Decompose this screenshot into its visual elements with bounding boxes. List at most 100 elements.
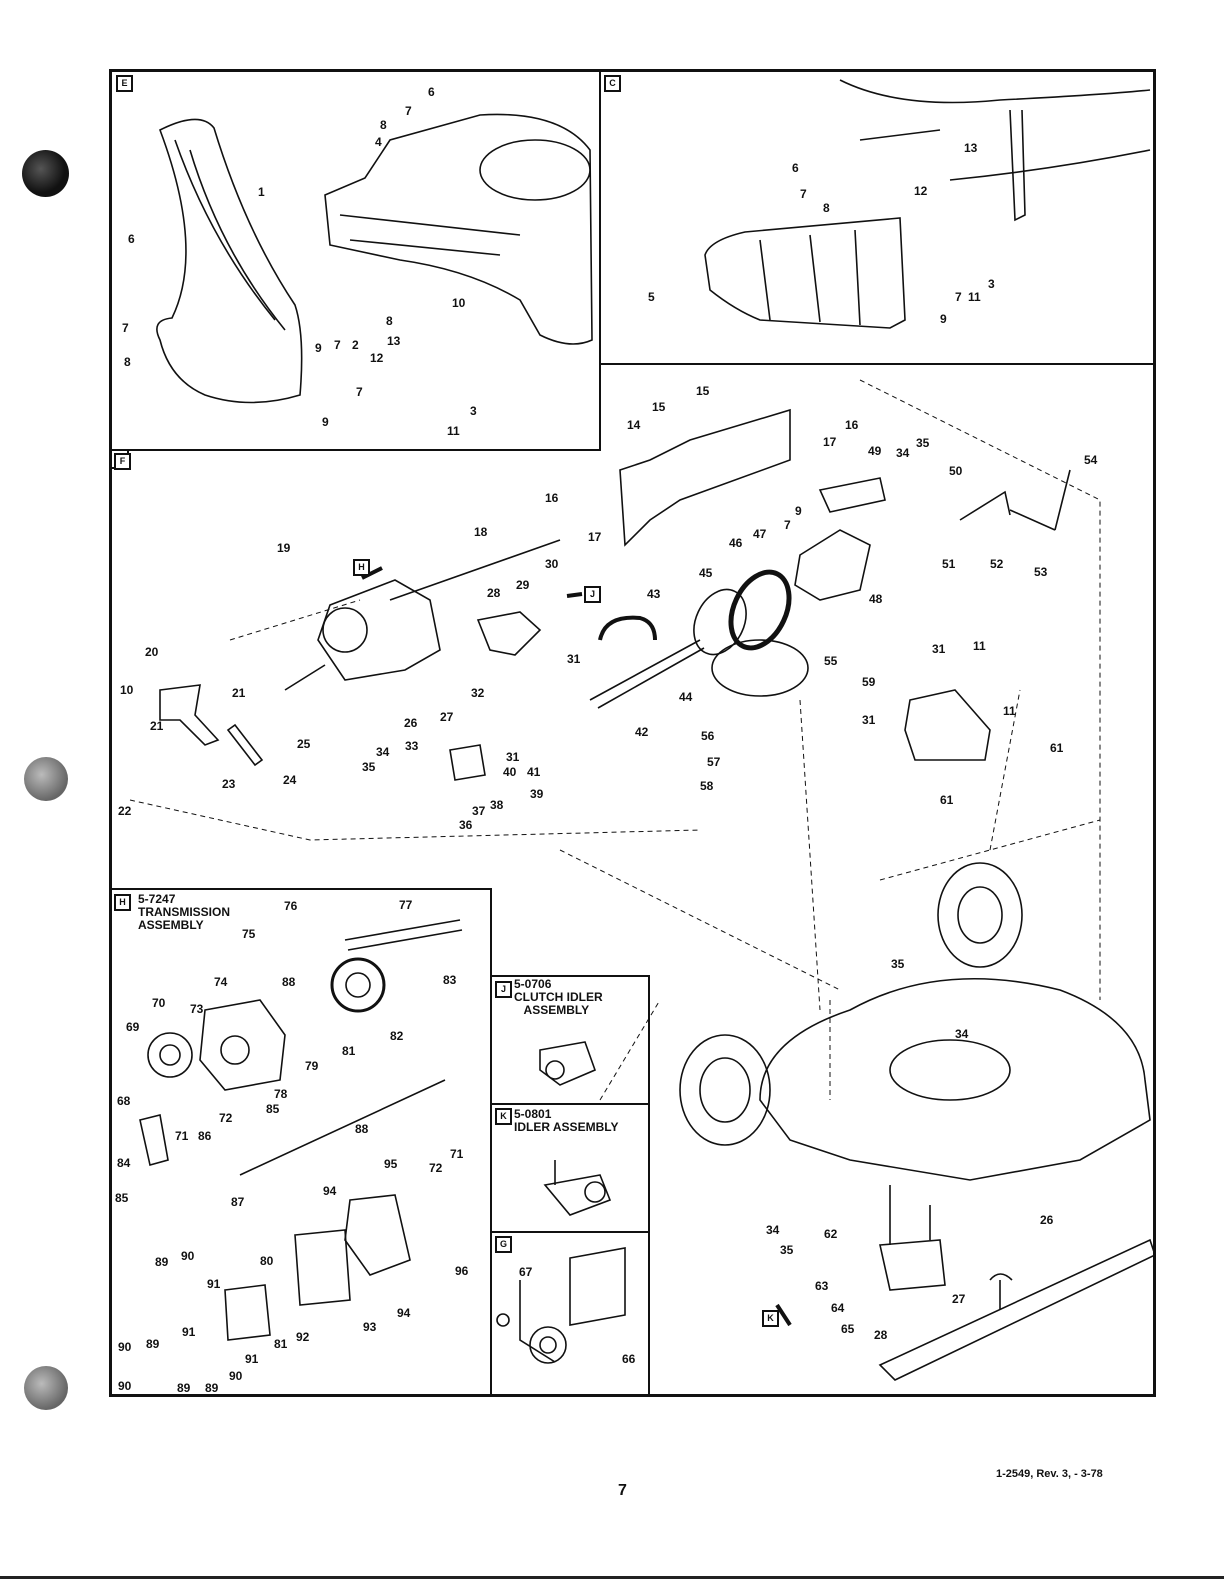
callout-f-17a: 17 — [823, 435, 837, 449]
front-wheel-part — [937, 862, 1023, 968]
callout-f-59: 59 — [862, 675, 876, 689]
callout-f-31d: 31 — [862, 713, 876, 727]
callout-c-11: 11 — [968, 290, 981, 304]
callout-h-84: 84 — [117, 1156, 131, 1170]
callout-h-89c: 89 — [177, 1381, 191, 1395]
callout-f-15b: 15 — [652, 400, 666, 414]
page-number: 7 — [618, 1482, 627, 1499]
callout-f-26: 26 — [404, 716, 418, 730]
rear-flap-part — [619, 408, 791, 547]
axle-shaft-part — [389, 539, 561, 601]
callout-main-26: 26 — [1040, 1213, 1054, 1227]
callout-c-8: 8 — [823, 201, 830, 215]
clutch-idler-assembly-title: 5-0706 CLUTCH IDLER ASSEMBLY — [514, 977, 603, 1017]
callout-f-39: 39 — [530, 787, 544, 801]
callout-h-81a: 81 — [342, 1044, 356, 1058]
panel-g-tag: G — [495, 1236, 512, 1253]
callout-e-7c: 7 — [122, 321, 129, 335]
panel-k-tag: K — [495, 1108, 512, 1125]
bracket-20-part — [159, 684, 220, 746]
document-reference: 1-2549, Rev. 3, - 3-78 — [996, 1468, 1103, 1480]
callout-main-35b: 35 — [891, 957, 905, 971]
callout-f-31a: 31 — [567, 652, 581, 666]
callout-f-42: 42 — [635, 725, 649, 739]
callout-h-85a: 85 — [266, 1102, 280, 1116]
panel-f-tag: F — [114, 453, 131, 470]
gear-82-part — [330, 957, 386, 1013]
blade-part — [878, 1238, 1156, 1381]
callout-h-89d: 89 — [205, 1381, 219, 1395]
callout-h-82: 82 — [390, 1029, 404, 1043]
panel-h-tag: H — [114, 894, 131, 911]
callout-e-10: 10 — [452, 296, 466, 310]
callout-f-61b: 61 — [940, 793, 954, 807]
callout-h-72a: 72 — [219, 1111, 233, 1125]
callout-h-89a: 89 — [155, 1255, 169, 1269]
panel-c-box — [599, 69, 1156, 365]
callout-h-91b: 91 — [182, 1325, 196, 1339]
callout-f-33: 33 — [405, 739, 419, 753]
callout-f-25: 25 — [297, 737, 311, 751]
callout-f-22: 22 — [118, 804, 132, 818]
callout-f-40: 40 — [503, 765, 517, 779]
plate-49-part — [818, 477, 886, 513]
callout-c-7a: 7 — [800, 187, 807, 201]
binder-hole-middle — [24, 757, 68, 801]
callout-f-16b: 16 — [545, 491, 559, 505]
shield-55-part — [711, 639, 809, 697]
callout-h-83: 83 — [443, 973, 457, 987]
callout-main-34b: 34 — [955, 1027, 969, 1041]
callout-h-73: 73 — [190, 1002, 204, 1016]
callout-e-7d: 7 — [356, 385, 363, 399]
callout-f-15a: 15 — [696, 384, 710, 398]
callout-f-57: 57 — [707, 755, 721, 769]
callout-f-34b: 34 — [896, 446, 910, 460]
callout-f-53: 53 — [1034, 565, 1048, 579]
callout-h-90c: 90 — [118, 1379, 132, 1393]
callout-h-78: 78 — [274, 1087, 288, 1101]
engine-mount-part — [794, 529, 871, 601]
callout-f-54: 54 — [1084, 453, 1098, 467]
callout-f-50: 50 — [949, 464, 963, 478]
callout-e-8a: 8 — [380, 118, 387, 132]
callout-h-81b: 81 — [274, 1337, 288, 1351]
callout-h-68: 68 — [117, 1094, 131, 1108]
callout-e-6: 6 — [428, 85, 435, 99]
callout-f-16a: 16 — [845, 418, 859, 432]
callout-e-12: 12 — [370, 351, 384, 365]
callout-f-29: 29 — [516, 578, 530, 592]
discharge-chute-part — [156, 118, 303, 404]
deflector-part — [704, 217, 906, 329]
link-52-part — [959, 490, 1011, 521]
callout-f-19: 19 — [277, 541, 291, 555]
panel-g-box — [490, 1231, 650, 1397]
callout-h-85b: 85 — [115, 1191, 129, 1205]
callout-f-34a: 34 — [376, 745, 390, 759]
callout-e-9b: 9 — [322, 415, 329, 429]
callout-f-46: 46 — [729, 536, 743, 550]
callout-f-43: 43 — [647, 587, 661, 601]
bracket-84-part — [139, 1114, 169, 1166]
transmission-assembly-title: 5-7247 TRANSMISSION ASSEMBLY — [138, 892, 231, 932]
callout-h-72b: 72 — [429, 1161, 443, 1175]
callout-c-7b: 7 — [955, 290, 962, 304]
housing-part-e — [324, 113, 593, 345]
callout-main-63: 63 — [815, 1279, 829, 1293]
callout-e-8b: 8 — [386, 314, 393, 328]
callout-main-28: 28 — [874, 1328, 888, 1342]
callout-f-38: 38 — [490, 798, 504, 812]
callout-e-7b: 7 — [334, 338, 341, 352]
drive-shaft-part — [589, 639, 705, 709]
transmission-housing-part — [317, 579, 441, 681]
callout-h-94a: 94 — [323, 1184, 337, 1198]
callout-f-32: 32 — [471, 686, 485, 700]
callout-h-77: 77 — [399, 898, 413, 912]
panel-j-tag: J — [495, 981, 512, 998]
shaft-88-part — [239, 1079, 446, 1176]
callout-f-47: 47 — [753, 527, 767, 541]
callout-f-35b: 35 — [916, 436, 930, 450]
callout-h-69: 69 — [126, 1020, 140, 1034]
callout-c-13: 13 — [964, 141, 978, 155]
